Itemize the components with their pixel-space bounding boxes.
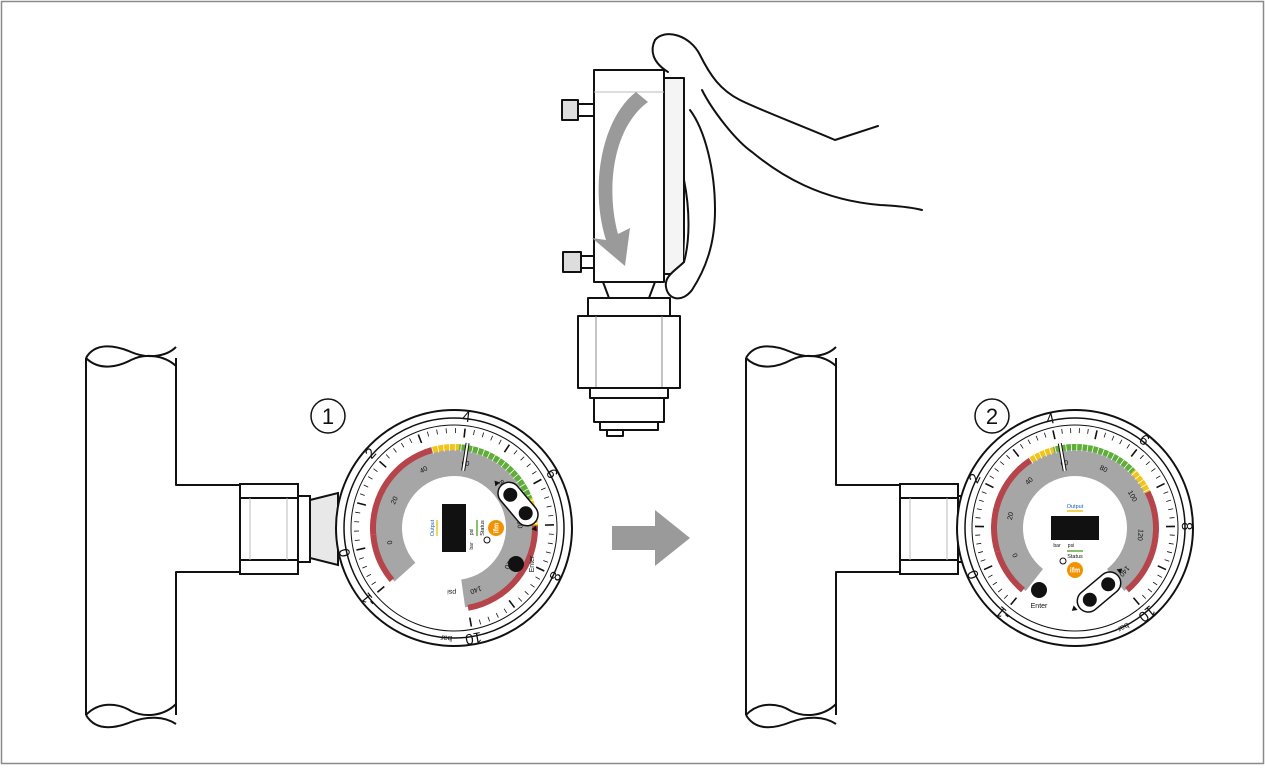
status-led bbox=[484, 537, 490, 543]
psi-scale-label: 120 bbox=[1136, 529, 1144, 541]
bar-scale-label: 8 bbox=[1178, 522, 1195, 531]
scale-tick bbox=[976, 518, 981, 519]
output-label: Output bbox=[430, 519, 436, 536]
scale-tick bbox=[1169, 518, 1174, 519]
enter-label: Enter bbox=[1031, 603, 1048, 610]
status-led bbox=[1060, 558, 1066, 564]
bar-scale-label: 10 bbox=[464, 628, 483, 648]
enter-button-icon bbox=[1031, 582, 1047, 598]
enter-label: Enter bbox=[529, 555, 536, 572]
gauge-1: -10246810020406080100120140barpsiOutputb… bbox=[336, 408, 572, 647]
inner-unit-psi: psi bbox=[469, 529, 475, 535]
enter-button-icon bbox=[508, 556, 524, 572]
output-label: Output bbox=[1067, 504, 1084, 510]
scale-tick bbox=[464, 429, 465, 438]
inner-unit-bar: bar bbox=[469, 542, 475, 550]
gauge-2: -10246810020406080100120140barpsiOutputb… bbox=[957, 410, 1195, 646]
display-window bbox=[442, 504, 466, 552]
psi-scale-label: 20 bbox=[1007, 512, 1015, 521]
fitting-left bbox=[240, 484, 338, 574]
bar-unit-label: bar bbox=[440, 633, 452, 643]
ifm-logo-text: ifm bbox=[494, 523, 501, 534]
step-marker-2: 2 bbox=[975, 399, 1009, 433]
inner-unit-psi: psi bbox=[1068, 543, 1074, 549]
inner-unit-bar: bar bbox=[1053, 543, 1061, 549]
step-number-2: 2 bbox=[986, 404, 998, 429]
status-label: Status bbox=[480, 520, 486, 536]
display-window bbox=[1051, 516, 1099, 540]
status-label: Status bbox=[1067, 554, 1083, 560]
step-number-1: 1 bbox=[322, 404, 334, 429]
step-marker-1: 1 bbox=[311, 399, 345, 433]
ifm-logo-text: ifm bbox=[1070, 568, 1081, 575]
psi-unit-label: psi bbox=[447, 588, 457, 595]
